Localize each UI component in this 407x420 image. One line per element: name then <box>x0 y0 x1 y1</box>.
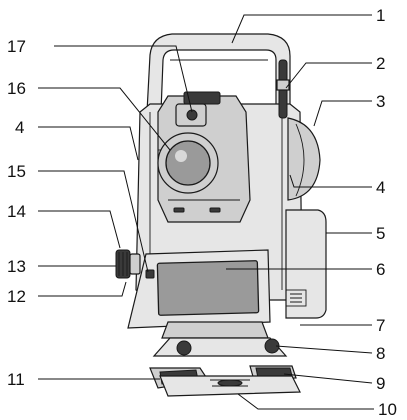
callout-13: 13 <box>7 257 26 276</box>
leader-lines <box>38 14 374 410</box>
objective-lens <box>157 132 219 194</box>
right-side-parts <box>276 59 327 319</box>
leader-3 <box>313 100 372 127</box>
callout-2: 2 <box>376 54 385 73</box>
leader-12 <box>38 281 127 297</box>
callout-8: 8 <box>376 344 385 363</box>
callout-12: 12 <box>7 287 26 306</box>
tangent-screw-knob <box>115 249 141 279</box>
leader-10 <box>237 393 374 410</box>
leader-16 <box>38 87 171 151</box>
leader-17 <box>54 45 193 113</box>
callout-11: 11 <box>7 370 25 389</box>
callout-5: 5 <box>376 224 385 243</box>
callout-4-right: 4 <box>376 178 385 197</box>
callout-6: 6 <box>376 260 385 279</box>
leader-14 <box>38 210 121 249</box>
leader-4r <box>289 174 372 188</box>
callout-1: 1 <box>376 6 385 25</box>
callout-labels: 1 2 3 4 5 6 7 8 9 10 11 12 13 14 15 4 16… <box>7 6 397 419</box>
callout-10: 10 <box>378 400 397 419</box>
callout-15: 15 <box>7 162 26 181</box>
callout-16: 16 <box>7 79 26 98</box>
callout-9: 9 <box>376 374 385 393</box>
leader-15 <box>38 170 149 273</box>
callout-17: 17 <box>7 37 26 56</box>
display-panel <box>127 249 271 329</box>
tribrach <box>149 321 301 397</box>
leader-1 <box>231 14 372 44</box>
callout-14: 14 <box>7 202 26 221</box>
leader-9 <box>283 373 373 384</box>
leader-8 <box>275 345 373 354</box>
leader-4l <box>38 126 139 161</box>
callout-3: 3 <box>376 92 385 111</box>
instrument-illustration <box>115 33 327 397</box>
callout-4-left: 4 <box>15 118 24 137</box>
leader-2 <box>285 62 372 89</box>
callout-7: 7 <box>376 316 385 335</box>
